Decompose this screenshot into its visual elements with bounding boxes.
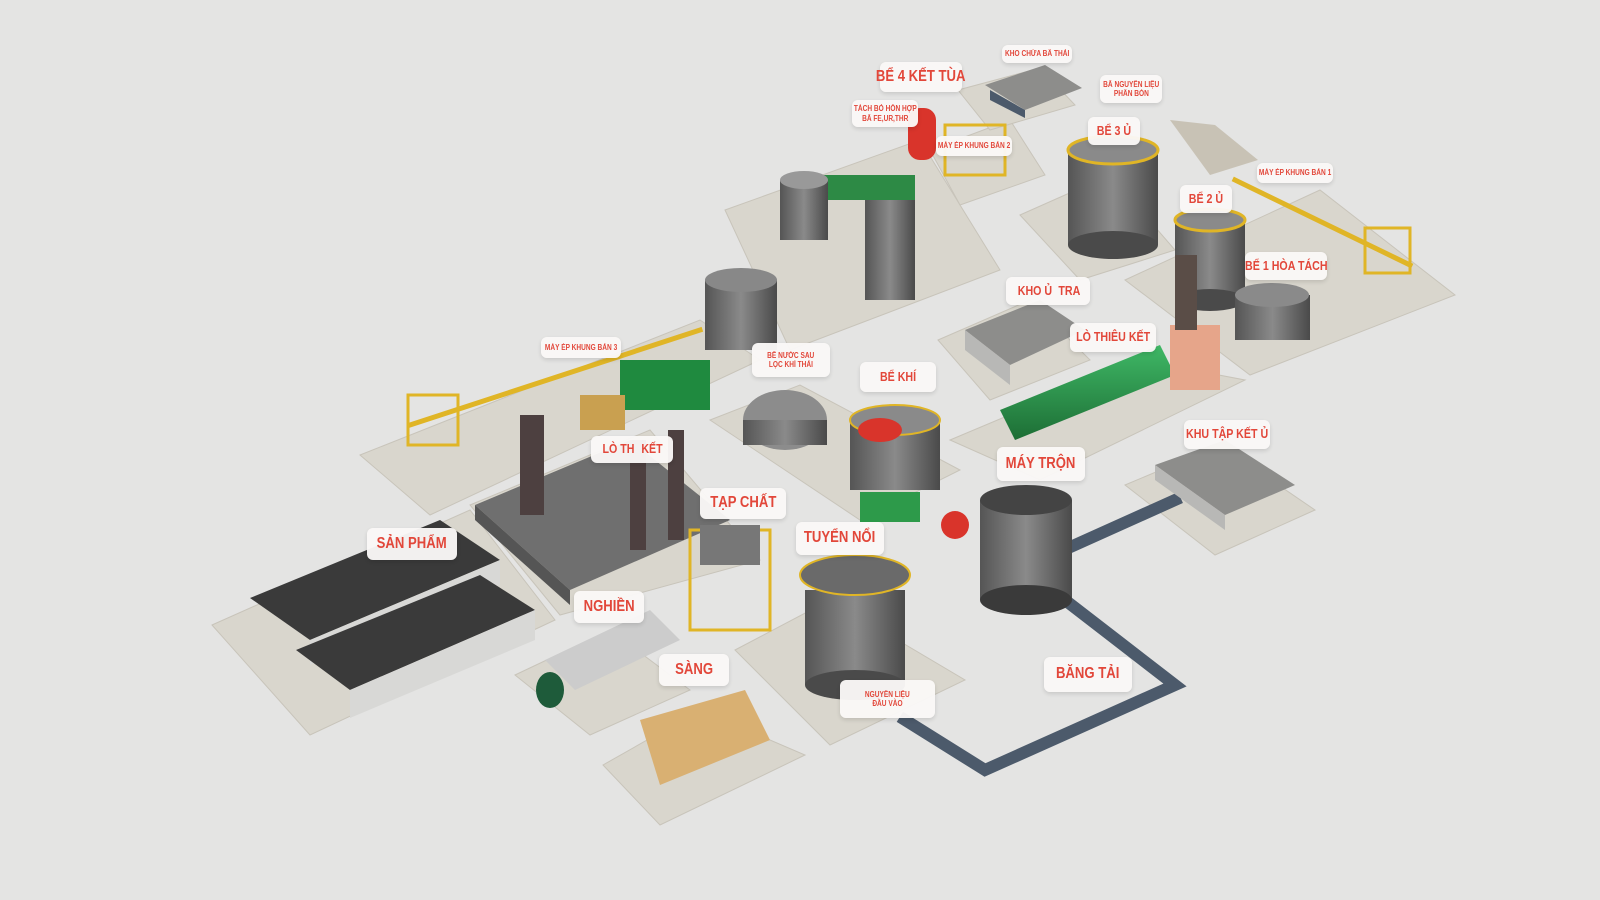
nghien-machine	[536, 610, 680, 708]
label-kho-chua-ba-thai: KHO CHỨA BÃ THẢI	[1002, 45, 1072, 63]
tank-tuyen-noi	[799, 554, 911, 700]
label-khu-tap-ket-u: KHU TẬP KẾT Ủ	[1184, 420, 1270, 449]
tank-be3	[1066, 134, 1160, 259]
tank-be-khi	[849, 404, 941, 490]
tank-may-tron	[860, 485, 1072, 615]
label-tuyen-noi: TUYỂN NỔI	[796, 522, 884, 555]
kiln-lo-thieu-ket	[1000, 255, 1220, 440]
label-lo-thieu-ket: LÒ THIÊU KẾT	[1070, 323, 1156, 352]
label-be1-hoa-tach: BỂ 1 HÒA TÁCH	[1245, 252, 1327, 280]
label-bang-tai: BĂNG TẢI	[1044, 657, 1132, 692]
tank-be1	[1235, 283, 1310, 340]
label-be-khi: BỂ KHÍ	[860, 362, 936, 392]
may-ep-1-frame	[1170, 120, 1412, 275]
label-be4-ket-tua: BỂ 4 KẾT TÙA	[876, 62, 966, 92]
label-be3-u: BỂ 3 Ủ	[1088, 117, 1140, 145]
label-be2-u: BỂ 2 Ủ	[1180, 185, 1232, 213]
tap-chat-structure	[688, 525, 772, 632]
sang-machine	[640, 690, 770, 785]
label-sang: SÀNG	[659, 654, 729, 686]
building-khu-tap-ket	[1155, 440, 1295, 530]
may-ep-3-frame	[406, 393, 460, 447]
tank-be4	[815, 108, 936, 300]
label-may-ep-khung-ban-1: MÁY ÉP KHUNG BẢN 1	[1257, 163, 1333, 183]
tank-be-nuoc	[743, 390, 827, 450]
label-may-tron: MÁY TRỘN	[997, 447, 1085, 481]
label-san-pham: SẢN PHẨM	[367, 528, 457, 560]
tank-round	[705, 171, 828, 350]
label-tap-chat: TẠP CHẤT	[700, 488, 786, 519]
building-kho-chua	[985, 65, 1082, 118]
building-kho-u	[965, 300, 1085, 385]
green-cylinders	[580, 360, 710, 430]
label-may-ep-khung-ban-3: MÁY ÉP KHUNG BẢN 3	[541, 337, 621, 358]
label-nghien: NGHIỀN	[574, 591, 644, 623]
building-lo-thieu-ket	[475, 440, 730, 605]
label-may-ep-khung-ban-2: MÁY ÉP KHUNG BẢN 2	[936, 136, 1012, 156]
